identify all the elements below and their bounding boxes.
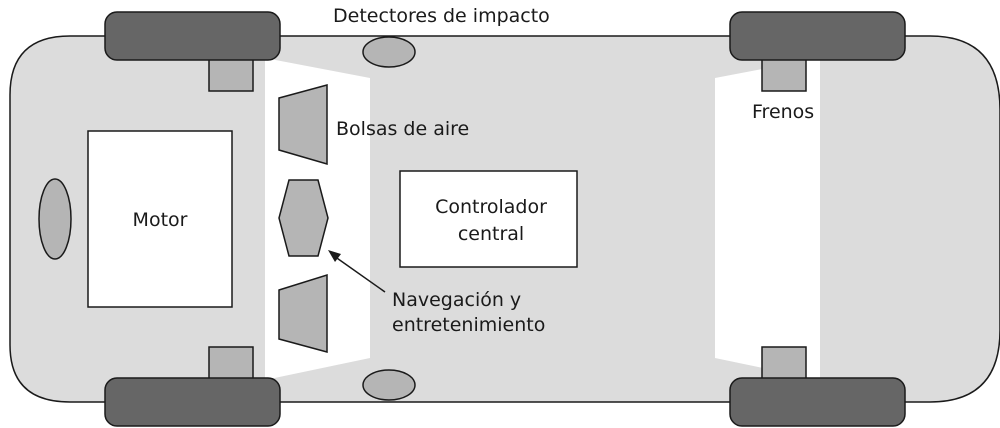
impact-sensor-bottom bbox=[362, 369, 416, 401]
navigation-pointer-arrowhead bbox=[328, 250, 341, 262]
navigation-unit bbox=[278, 179, 329, 257]
airbags-label: Bolsas de aire bbox=[336, 118, 469, 140]
impact-sensors-label: Detectores de impacto bbox=[333, 5, 550, 27]
impact-sensor-top bbox=[362, 36, 416, 68]
brake-rear-right bbox=[761, 346, 807, 381]
navigation-pointer-line bbox=[333, 255, 386, 293]
wheel-rear-left bbox=[729, 11, 906, 61]
airbag-upper bbox=[278, 84, 328, 165]
brake-front-left bbox=[208, 57, 254, 92]
impact-sensor-front bbox=[38, 178, 72, 260]
engine-label: Motor bbox=[133, 209, 188, 231]
wheel-front-left bbox=[104, 11, 281, 61]
central-controller-box bbox=[399, 170, 578, 268]
brake-front-right bbox=[208, 346, 254, 381]
airbag-lower bbox=[278, 273, 328, 353]
navigation-label-line2: entretenimiento bbox=[392, 314, 545, 336]
brakes-label: Frenos bbox=[752, 101, 814, 123]
central-controller-label-line2: central bbox=[458, 223, 524, 245]
wheel-rear-right bbox=[729, 377, 906, 427]
wheel-front-right bbox=[104, 377, 281, 427]
navigation-label-line1: Navegación y bbox=[392, 289, 521, 311]
engine-box bbox=[87, 130, 233, 308]
central-controller-label-line1: Controlador bbox=[435, 196, 547, 218]
brake-rear-left bbox=[761, 57, 807, 92]
